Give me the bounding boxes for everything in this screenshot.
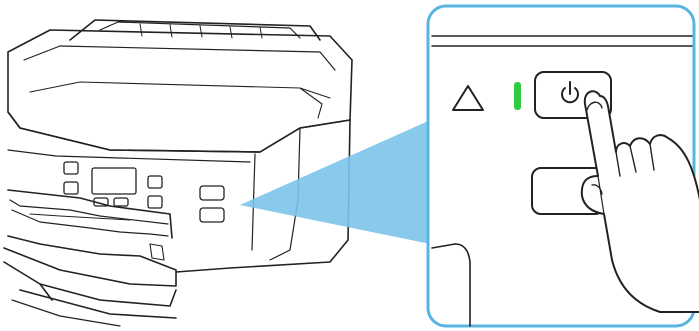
panel-button xyxy=(148,176,162,188)
panel-button xyxy=(148,196,162,208)
printer-body xyxy=(8,20,352,272)
paper-cassette xyxy=(4,190,176,326)
magnified-callout xyxy=(428,6,699,326)
power-button-small xyxy=(200,186,224,200)
power-lamp xyxy=(514,82,521,110)
panel-button xyxy=(114,198,128,206)
panel-lcd-screen xyxy=(92,168,136,194)
rear-paper-support xyxy=(70,20,320,40)
callout-beam xyxy=(240,118,435,245)
panel-button xyxy=(64,182,78,194)
panel-button-small xyxy=(200,208,224,222)
panel-button xyxy=(64,162,78,174)
